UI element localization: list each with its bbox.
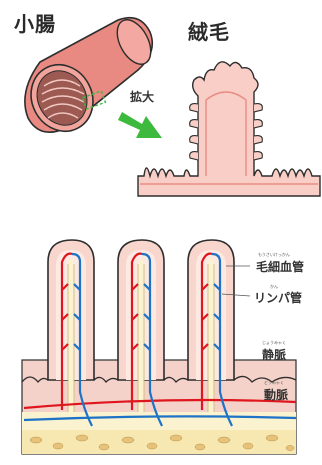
lymph-label: リンパ管 <box>254 289 302 306</box>
artery-label: 動脈 <box>264 386 288 403</box>
small-intestine-title: 小腸 <box>14 8 56 37</box>
villi-closeup-illustration <box>138 62 320 196</box>
villi-title: 絨毛 <box>188 16 230 45</box>
villi-cross-section <box>22 240 296 454</box>
magnify-arrow <box>118 112 162 138</box>
vein-label: 静脈 <box>262 346 286 363</box>
capillary-label: 毛細血管 <box>256 258 304 275</box>
magnify-label: 拡大 <box>130 88 154 105</box>
